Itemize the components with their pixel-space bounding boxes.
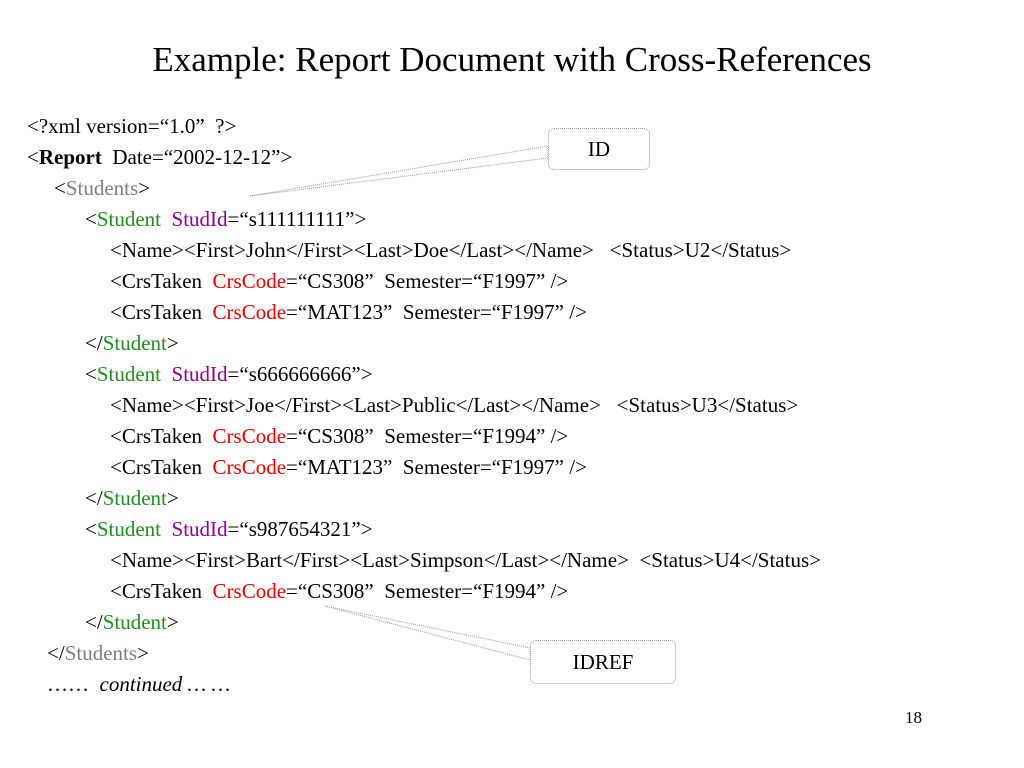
student-tag-name: Student	[96, 207, 162, 231]
students-open-tag: <Students>	[54, 176, 151, 200]
crscode-attr: CrsCode	[212, 579, 287, 603]
crstaken-prefix: <CrsTaken	[110, 300, 213, 324]
student-close-tag: </Student>	[85, 331, 179, 355]
slide-title: Example: Report Document with Cross-Refe…	[152, 40, 872, 79]
student-open-tag: <Student StudId=“s111111111”>	[85, 207, 367, 231]
crscode-attr: CrsCode	[212, 455, 287, 479]
crscode-attr: CrsCode	[212, 269, 287, 293]
crstaken-line: <CrsTaken CrsCode=“MAT123” Semester=“F19…	[110, 297, 587, 327]
studid-attr: StudId	[171, 207, 228, 231]
name-status-line: <Name><First>Joe</First><Last>Public</La…	[110, 393, 799, 417]
id-callout-pointer	[249, 145, 549, 197]
students-tag-name: Students	[64, 641, 138, 665]
crstaken-line: <CrsTaken CrsCode=“CS308” Semester=“F199…	[110, 421, 568, 451]
crstaken-prefix: <CrsTaken	[110, 424, 213, 448]
id-callout: ID	[548, 128, 650, 170]
student-tag-name: Student	[96, 362, 162, 386]
crstaken-rest: =“CS308” Semester=“F1994” />	[286, 579, 569, 603]
report-open-tag: <Report Date=“2002-12-12”>	[27, 142, 292, 172]
crscode-attr: CrsCode	[212, 300, 287, 324]
student-tag-name: Student	[102, 486, 167, 510]
crstaken-prefix: <CrsTaken	[110, 269, 213, 293]
student-tag-name: Student	[102, 331, 167, 355]
studid-value: =“s987654321”>	[227, 517, 373, 541]
student-open-tag: <Student StudId=“s666666666”>	[85, 362, 373, 386]
report-tag-name: Report	[38, 145, 102, 169]
students-tag-name: Students	[65, 176, 139, 200]
continued-line: …… continued … …	[47, 669, 230, 699]
studid-value: =“s111111111”>	[227, 207, 367, 231]
idref-callout-pointer	[324, 605, 531, 661]
lt: <	[27, 145, 39, 169]
name-status-line: <Name><First>John</First><Last>Doe</Last…	[110, 238, 792, 262]
idref-callout: IDREF	[530, 640, 676, 684]
continued-text: continued … …	[99, 672, 231, 696]
crstaken-prefix: <CrsTaken	[110, 455, 213, 479]
crstaken-line: <CrsTaken CrsCode=“MAT123” Semester=“F19…	[110, 452, 587, 482]
student-open-tag: <Student StudId=“s987654321”>	[85, 517, 373, 541]
students-close-tag: </Students>	[47, 641, 149, 665]
student-tag-name: Student	[102, 610, 167, 634]
crstaken-line: <CrsTaken CrsCode=“CS308” Semester=“F199…	[110, 266, 568, 296]
crstaken-rest: =“MAT123” Semester=“F1997” />	[286, 455, 587, 479]
report-date-attr: Date=“2002-12-12”>	[101, 145, 293, 169]
student-close-tag: </Student>	[85, 486, 179, 510]
crscode-attr: CrsCode	[212, 424, 287, 448]
name-status-line: <Name><First>Bart</First><Last>Simpson</…	[110, 548, 821, 572]
crstaken-prefix: <CrsTaken	[110, 579, 213, 603]
student-tag-name: Student	[96, 517, 162, 541]
continued-dots: ……	[47, 672, 100, 696]
studid-attr: StudId	[171, 362, 228, 386]
crstaken-rest: =“CS308” Semester=“F1997” />	[286, 269, 569, 293]
crstaken-rest: =“MAT123” Semester=“F1997” />	[286, 300, 587, 324]
studid-value: =“s666666666”>	[227, 362, 373, 386]
student-close-tag: </Student>	[85, 610, 179, 634]
xml-declaration: <?xml version=“1.0” ?>	[27, 114, 237, 138]
page-number: 18	[905, 708, 922, 727]
studid-attr: StudId	[171, 517, 228, 541]
crstaken-rest: =“CS308” Semester=“F1994” />	[286, 424, 569, 448]
crstaken-line: <CrsTaken CrsCode=“CS308” Semester=“F199…	[110, 576, 568, 606]
